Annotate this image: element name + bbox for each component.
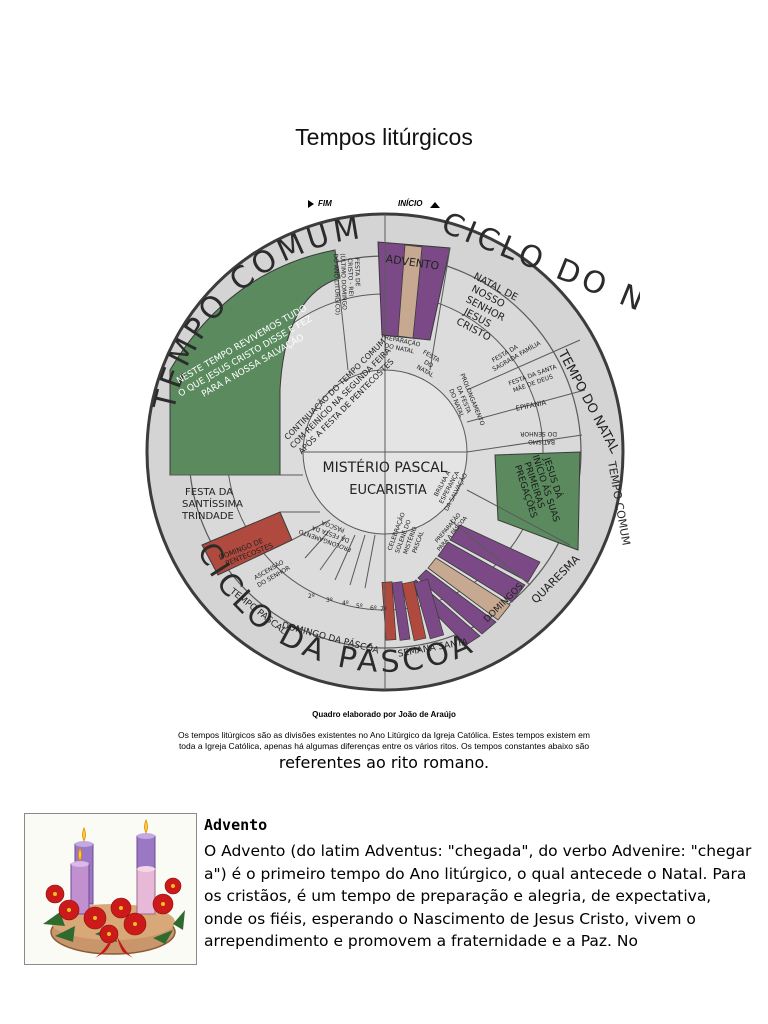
svg-text:TRINDADE: TRINDADE <box>181 511 234 522</box>
svg-text:(ÚLTIMO DOMINGO: (ÚLTIMO DOMINGO <box>339 253 348 310</box>
svg-text:DO ANO LITÚRGICO): DO ANO LITÚRGICO) <box>332 253 341 315</box>
svg-text:FESTA DA: FESTA DA <box>185 487 233 498</box>
page-title: Tempos litúrgicos <box>295 124 473 150</box>
label-celebracao-misterio: CELEBRAÇÃO SOLENE DO MISTÉRIO PASCAL <box>387 511 426 555</box>
svg-text:4º: 4º <box>342 600 349 607</box>
marker-start: INÍCIO <box>398 199 423 208</box>
svg-text:DO SENHOR: DO SENHOR <box>520 430 557 437</box>
center-line-1: MISTÉRIO PASCAL <box>323 459 448 476</box>
svg-text:DO: DO <box>423 359 435 370</box>
advent-wreath-icon <box>43 818 185 958</box>
marker-end: FIM <box>318 199 332 208</box>
label-brilha-esperanca: BRILHA A ESPERANÇA DA SALVAÇÃO <box>433 469 469 512</box>
svg-text:FESTA DE: FESTA DE <box>353 258 361 287</box>
svg-text:2º: 2º <box>308 593 315 600</box>
caption-line-3: referentes ao rito romano. <box>278 753 490 772</box>
segment-quaresma <box>407 524 541 646</box>
liturgical-wheel: FIM INÍCIO TEMPO COMUM CICLO DO NATAL CI… <box>130 190 640 710</box>
svg-text:5º: 5º <box>356 603 363 610</box>
section-title: Advento <box>204 816 268 834</box>
svg-text:SANTÍSSIMA: SANTÍSSIMA <box>182 497 243 510</box>
svg-text:6º: 6º <box>370 605 377 612</box>
credit-line: Quadro elaborado por João de Araújo <box>312 710 456 719</box>
svg-text:CRISTO - REI: CRISTO - REI <box>346 258 354 296</box>
caption-text: Os tempos litúrgicos são as divisões exi… <box>128 730 640 752</box>
svg-text:7º: 7º <box>380 606 387 613</box>
caption-line-2: toda a Igreja Católica, apenas há alguma… <box>178 741 590 751</box>
section-paragraph: O Advento (do latim Adventus: "chegada",… <box>204 842 752 950</box>
svg-text:3º: 3º <box>326 597 333 604</box>
svg-text:BATISMO: BATISMO <box>528 438 555 445</box>
section-body: O Advento (do latim Adventus: "chegada",… <box>204 840 752 953</box>
segment-semana-santa <box>381 578 445 642</box>
label-domingo-numbers: 2º 3º 4º 5º 6º 7º <box>308 593 387 613</box>
label-festa-trindade: FESTA DA SANTÍSSIMA TRINDADE <box>181 487 243 522</box>
caption-line-1: Os tempos litúrgicos são as divisões exi… <box>178 730 590 740</box>
center-line-2: EUCARISTIA <box>349 483 427 498</box>
label-batismo: BATISMO DO SENHOR <box>520 430 557 445</box>
segment-jesus-pregacoes <box>494 451 581 551</box>
label-cristo-rei: FESTA DE CRISTO - REI (ÚLTIMO DOMINGO DO… <box>332 253 361 315</box>
liturgical-wheel-graphic: FIM INÍCIO TEMPO COMUM CICLO DO NATAL CI… <box>145 199 640 692</box>
advent-wreath-image <box>24 813 197 965</box>
